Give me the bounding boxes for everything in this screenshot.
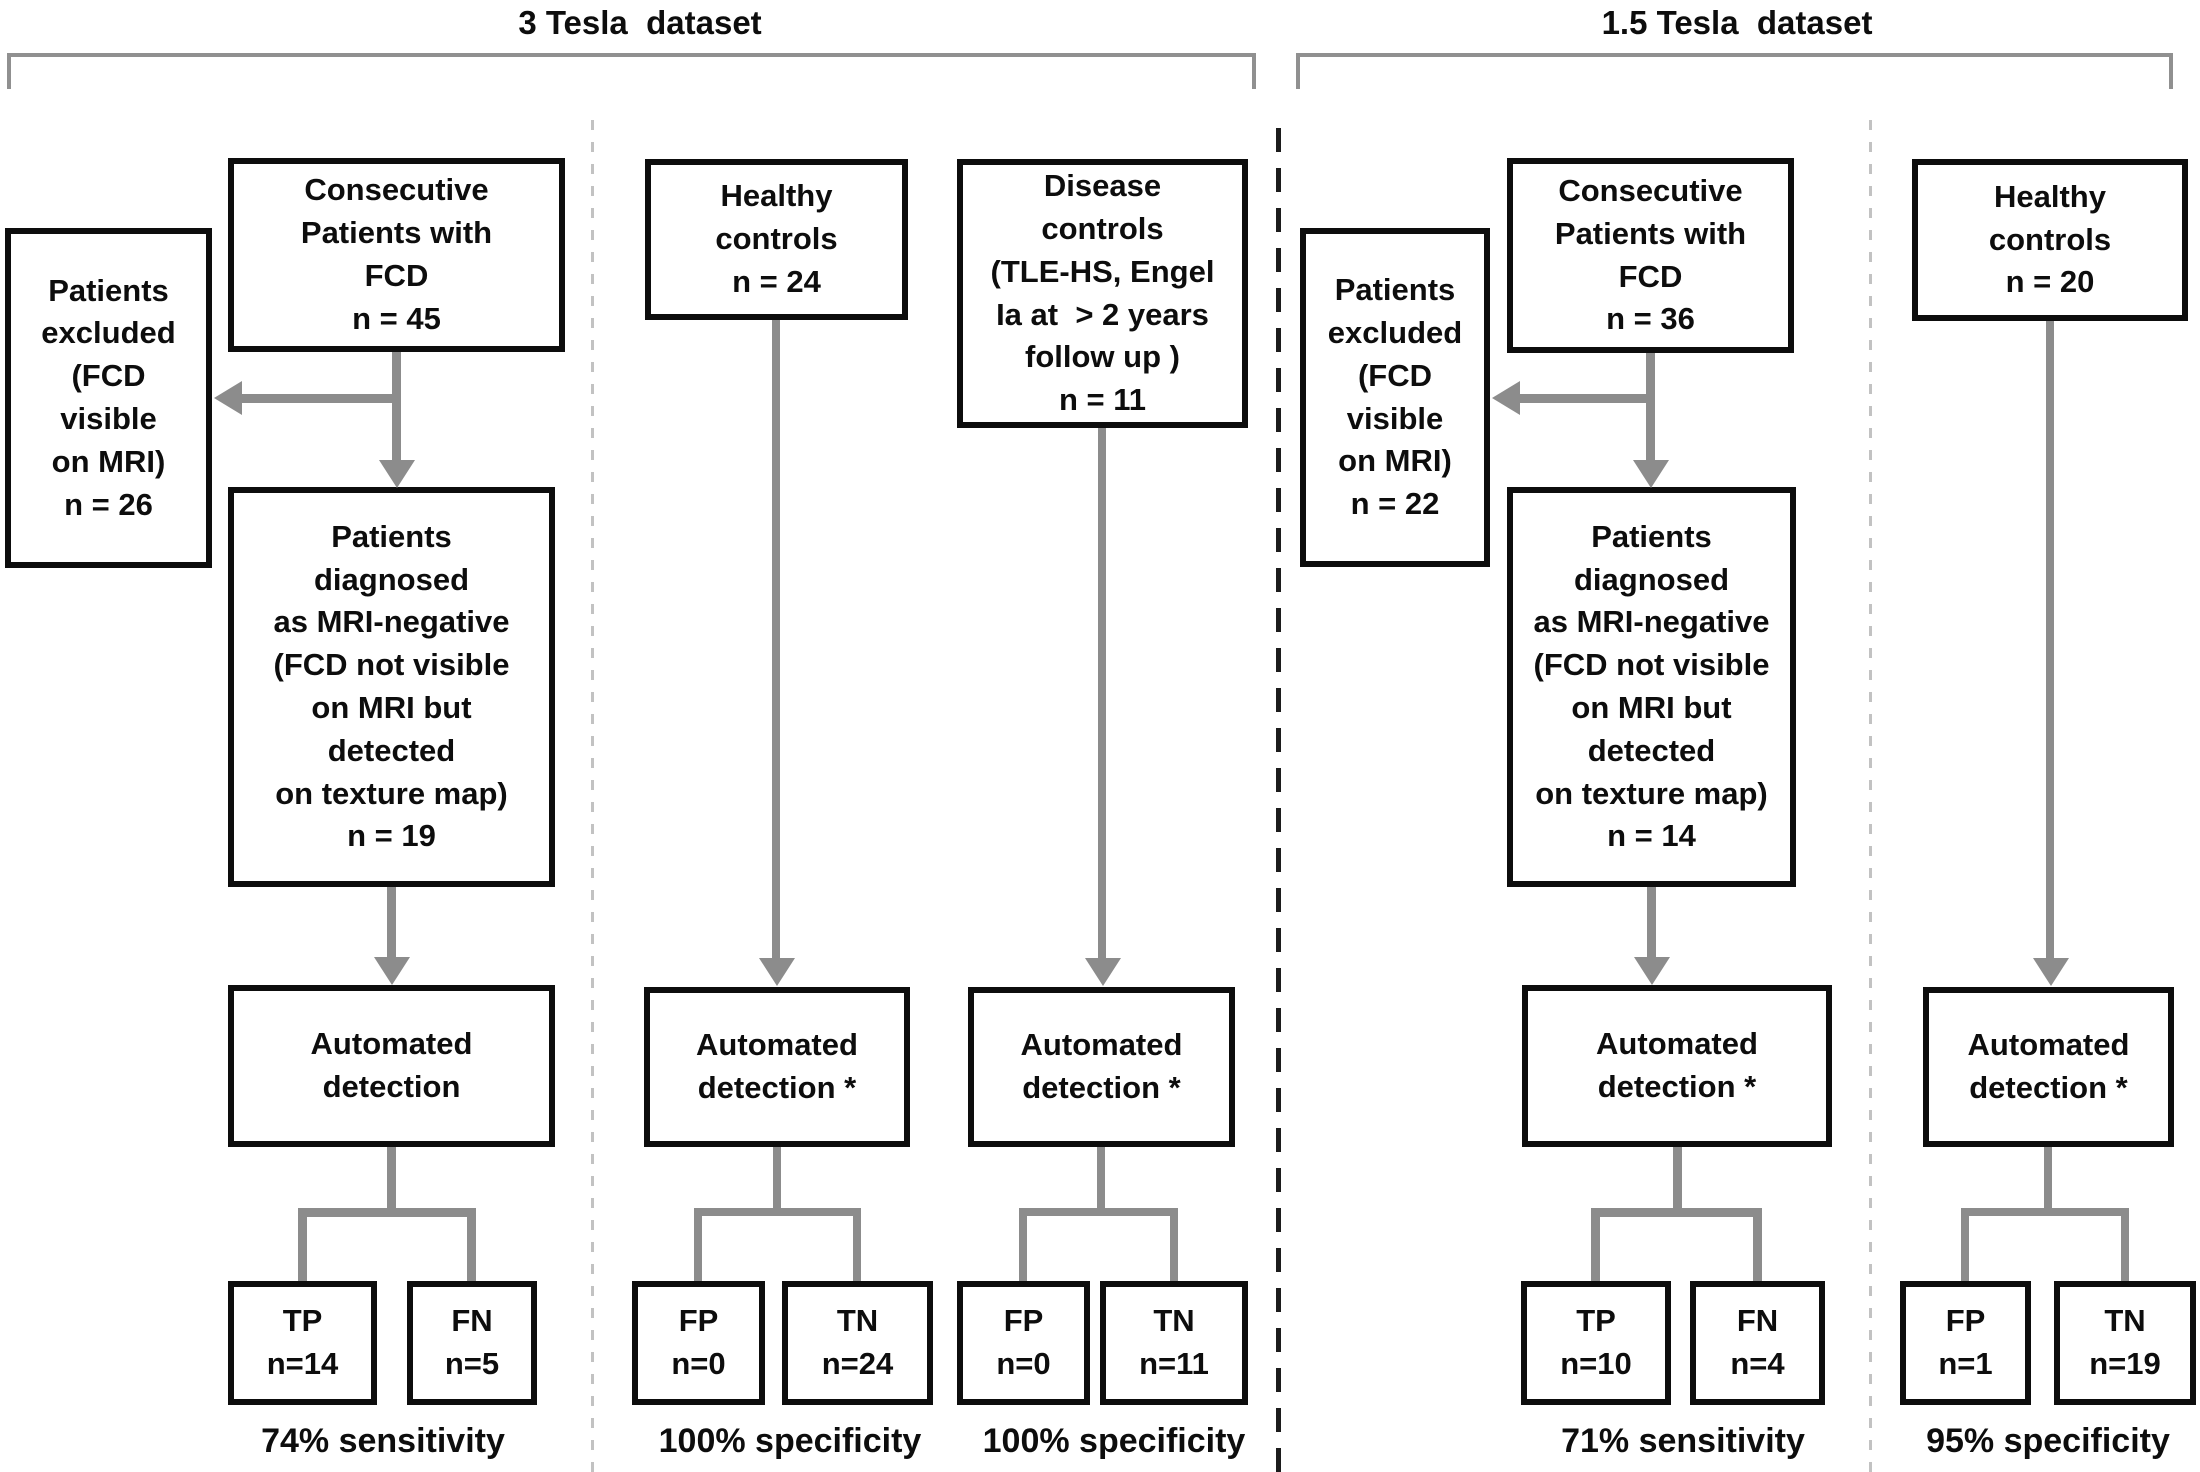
connector-1p5t-to-fn bbox=[1753, 1208, 1762, 1281]
arrowhead-1p5t-healthy-to-automated bbox=[2033, 958, 2069, 986]
box-3t-mri-negative: Patients diagnosed as MRI-negative (FCD … bbox=[228, 487, 555, 887]
connector-3t-to-fn bbox=[467, 1208, 476, 1281]
box-3t-consecutive-patients: Consecutive Patients with FCD n = 45 bbox=[228, 158, 565, 352]
connector-3t-split-horizontal bbox=[303, 1208, 476, 1217]
connector-3t-disease-split bbox=[1023, 1208, 1175, 1216]
caption-3t-healthy-specificity: 100% specificity bbox=[658, 1422, 922, 1460]
box-1p5t-automated-detection: Automated detection * bbox=[1522, 985, 1832, 1147]
box-3t-disease-automated: Automated detection * bbox=[968, 987, 1235, 1147]
connector-1p5t-to-tp bbox=[1591, 1208, 1600, 1281]
box-1p5t-consecutive-patients: Consecutive Patients with FCD n = 36 bbox=[1507, 158, 1794, 353]
box-3t-healthy-automated: Automated detection * bbox=[644, 987, 910, 1147]
connector-3t-healthy-to-fp bbox=[694, 1208, 702, 1281]
box-3t-automated-detection: Automated detection bbox=[228, 985, 555, 1147]
box-1p5t-patients-excluded: Patients excluded (FCD visible on MRI) n… bbox=[1300, 228, 1490, 567]
caption-3t-disease-specificity: 100% specificity bbox=[982, 1422, 1246, 1460]
caption-1p5t-healthy-specificity: 95% specificity bbox=[1926, 1422, 2170, 1460]
box-1p5t-mri-negative: Patients diagnosed as MRI-negative (FCD … bbox=[1507, 487, 1796, 887]
connector-1p5t-healthy-stub bbox=[2044, 1147, 2052, 1212]
connector-3t-disease-to-tn bbox=[1170, 1208, 1178, 1281]
connector-3t-diagnosed-down bbox=[387, 887, 396, 959]
arrowhead-1p5t-to-excluded bbox=[1492, 381, 1520, 415]
connector-1p5t-diagnosed-down bbox=[1647, 887, 1656, 959]
connector-1p5t-automated-stub bbox=[1673, 1147, 1682, 1212]
connector-1p5t-split-horizontal bbox=[1596, 1208, 1762, 1217]
box-1p5t-healthy-tn: TN n=19 bbox=[2054, 1281, 2196, 1405]
connector-1p5t-healthy-down bbox=[2046, 321, 2054, 960]
caption-1p5t-sensitivity: 71% sensitivity bbox=[1561, 1422, 1805, 1460]
arrowhead-3t-disease-to-automated bbox=[1085, 958, 1121, 986]
connector-3t-disease-stub bbox=[1097, 1147, 1105, 1212]
arrowhead-3t-to-excluded bbox=[214, 381, 242, 415]
arrowhead-1p5t-to-automated bbox=[1634, 957, 1670, 985]
box-3t-patients-excluded: Patients excluded (FCD visible on MRI) n… bbox=[5, 228, 212, 568]
connector-3t-healthy-stub bbox=[773, 1147, 781, 1212]
connector-1p5t-consecutive-down bbox=[1646, 353, 1655, 463]
box-3t-disease-controls: Disease controls (TLE-HS, Engel Ia at > … bbox=[957, 159, 1248, 428]
box-3t-healthy-tn: TN n=24 bbox=[782, 1281, 933, 1405]
bracket-1p5t-left-tick bbox=[1296, 53, 1300, 89]
bracket-3t-right-tick bbox=[1252, 53, 1256, 89]
connector-3t-healthy-down bbox=[772, 320, 780, 960]
box-1p5t-healthy-controls: Healthy controls n = 20 bbox=[1912, 159, 2188, 321]
box-1p5t-fn: FN n=4 bbox=[1690, 1281, 1825, 1405]
arrowhead-3t-to-automated bbox=[374, 957, 410, 985]
connector-3t-healthy-to-tn bbox=[853, 1208, 861, 1281]
bracket-1p5t-right-tick bbox=[2169, 53, 2173, 89]
connector-1p5t-healthy-split bbox=[1965, 1208, 2126, 1216]
connector-1p5t-to-excluded bbox=[1518, 394, 1651, 403]
connector-3t-disease-to-fp bbox=[1019, 1208, 1027, 1281]
box-1p5t-healthy-automated: Automated detection * bbox=[1923, 987, 2174, 1147]
arrowhead-3t-healthy-to-automated bbox=[759, 958, 795, 986]
connector-1p5t-healthy-to-fp bbox=[1961, 1208, 1969, 1281]
box-3t-disease-fp: FP n=0 bbox=[957, 1281, 1090, 1405]
box-3t-disease-tn: TN n=11 bbox=[1100, 1281, 1248, 1405]
divider-3t-1p5t bbox=[1276, 128, 1281, 1472]
connector-1p5t-healthy-to-tn bbox=[2121, 1208, 2129, 1281]
title-1p5-tesla-dataset: 1.5 Tesla dataset bbox=[1601, 4, 1873, 41]
divider-3t-patients-controls bbox=[591, 120, 594, 1472]
arrowhead-3t-to-diagnosed bbox=[379, 460, 415, 488]
arrowhead-1p5t-to-diagnosed bbox=[1633, 460, 1669, 488]
box-3t-tp: TP n=14 bbox=[228, 1281, 377, 1405]
connector-3t-to-excluded bbox=[240, 394, 401, 403]
box-1p5t-tp: TP n=10 bbox=[1521, 1281, 1671, 1405]
bracket-1p5t-horizontal bbox=[1296, 53, 2173, 57]
bracket-3t-horizontal bbox=[7, 53, 1256, 57]
title-3-tesla-dataset: 3 Tesla dataset bbox=[518, 4, 762, 41]
connector-3t-to-tp bbox=[298, 1208, 307, 1281]
connector-3t-healthy-split bbox=[697, 1208, 858, 1216]
connector-3t-automated-stub bbox=[387, 1147, 396, 1212]
connector-3t-disease-down bbox=[1098, 428, 1106, 960]
caption-3t-sensitivity: 74% sensitivity bbox=[261, 1422, 505, 1460]
divider-1p5t-patients-controls bbox=[1869, 120, 1872, 1472]
connector-3t-consecutive-down bbox=[392, 352, 401, 462]
bracket-3t-left-tick bbox=[7, 53, 11, 89]
box-3t-healthy-controls: Healthy controls n = 24 bbox=[645, 159, 908, 320]
box-3t-healthy-fp: FP n=0 bbox=[632, 1281, 765, 1405]
box-3t-fn: FN n=5 bbox=[407, 1281, 537, 1405]
box-1p5t-healthy-fp: FP n=1 bbox=[1900, 1281, 2031, 1405]
